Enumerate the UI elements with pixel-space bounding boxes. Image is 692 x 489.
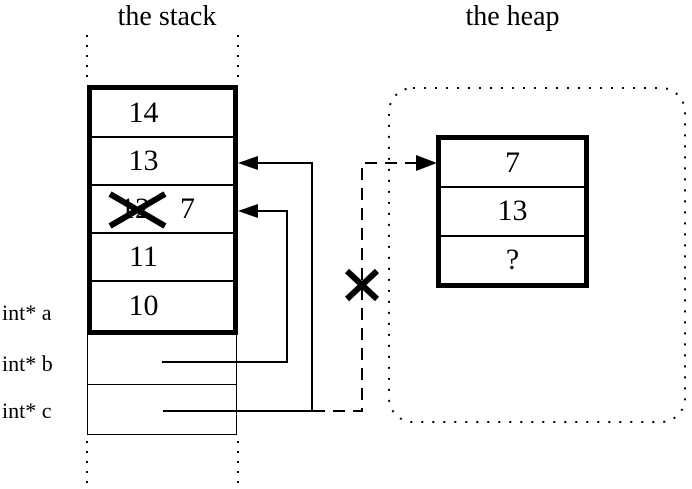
var-label-a: int* a bbox=[2, 300, 52, 325]
stack-cell-value: 11 bbox=[129, 240, 158, 273]
heap-cell: ? bbox=[441, 237, 584, 283]
heap-cell: 7 bbox=[441, 140, 584, 189]
var-label-b: int* b bbox=[2, 351, 53, 376]
heap-object-box: 7 13 ? bbox=[436, 135, 589, 288]
stack-cell: 11 bbox=[92, 234, 233, 282]
stack-cell: 13 bbox=[92, 138, 233, 186]
dangling-pointer-dashed-arrow bbox=[313, 155, 437, 412]
stack-cell-value: 14 bbox=[128, 96, 159, 129]
stack-cell-value: 13 bbox=[128, 144, 159, 177]
arrowhead-left-icon bbox=[238, 204, 258, 218]
var-label-c: int* c bbox=[2, 398, 52, 423]
heap-cell: 13 bbox=[441, 188, 584, 237]
heap-cell-value: ? bbox=[505, 242, 520, 276]
stack-frame-box: 14 13 12 7 11 10 bbox=[87, 85, 238, 335]
broken-link-x-icon bbox=[344, 268, 380, 302]
pointer-cell-c bbox=[88, 385, 236, 435]
heap-title: the heap bbox=[465, 1, 560, 32]
heap-cell-value: 7 bbox=[505, 146, 520, 180]
stack-cell: 10 bbox=[92, 282, 233, 330]
stack-cell-value: 10 bbox=[128, 289, 159, 322]
stack-cell-old-value: 12 bbox=[120, 192, 150, 225]
arrowhead-right-icon bbox=[416, 155, 437, 171]
pointer-cell-b bbox=[88, 335, 236, 385]
stack-title: the stack bbox=[117, 1, 217, 32]
arrowhead-left-icon bbox=[238, 156, 258, 170]
stack-cell-new-value: 7 bbox=[180, 192, 195, 225]
pointer-cells-box bbox=[87, 335, 237, 435]
stack-cell: 14 bbox=[92, 90, 233, 138]
stack-cell-overwritten: 12 7 bbox=[92, 186, 233, 234]
heap-cell-value: 13 bbox=[497, 194, 528, 228]
